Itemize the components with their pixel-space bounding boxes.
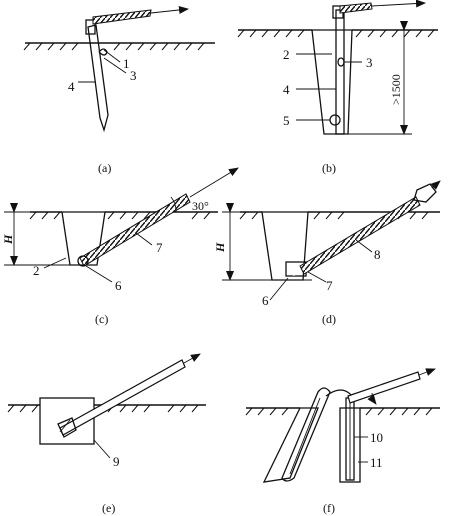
height-label-d: H [213,242,227,253]
caption-a: (a) [98,161,111,175]
angle-arc-c [170,196,177,213]
label-a-3: 3 [130,68,137,83]
ground-line-b [237,29,438,38]
label-b-4: 4 [283,82,290,97]
anchor-rope-b [339,0,426,14]
caption-c: (c) [95,312,108,326]
leaders-c [43,232,153,283]
panel-e: 9 (e) [7,353,206,515]
label-d-8: 7 [326,278,333,293]
anchor-rope-c [77,167,239,267]
label-e-9: 9 [113,454,120,469]
panel-f: 10 11 (f) [245,368,440,515]
concrete-block-e [39,397,95,445]
anchor-rope-d [299,180,441,275]
panel-a: 1 3 4 (a) [23,5,215,175]
label-b-5: 5 [283,113,290,128]
leader-e [93,439,111,459]
label-b-2: 2 [283,47,290,62]
caption-d: (d) [322,312,336,326]
label-d-7: 8 [374,247,381,262]
label-c-6: 6 [115,278,122,293]
ground-line-d [239,211,440,220]
leaders-b [296,53,362,121]
anchor-rope-e [57,353,201,438]
label-f-11: 11 [370,455,383,470]
angle-label-c: 30° [192,199,209,213]
height-dimension-c [4,203,70,266]
panel-b: >1500 2 3 4 5 (b) [237,0,438,175]
leaders-d [269,239,373,301]
depth-dimension-b [348,21,412,135]
leaders-a [78,49,127,83]
ground-line-f [245,407,440,416]
caption-b: (b) [322,161,336,175]
anchor-rope-f [325,368,436,405]
label-c-2: 2 [33,263,40,278]
trench-c [61,211,106,266]
trench-b [311,29,353,135]
inclined-pile-f [262,387,331,483]
panel-c: 30° H 2 6 7 (c) [1,167,239,326]
vertical-anchor-f [339,397,361,483]
label-f-10: 10 [370,430,383,445]
panel-d: H 6 7 8 (d) [213,180,441,326]
caption-f: (f) [323,501,335,515]
label-b-3: 3 [366,55,373,70]
label-a-1: 1 [123,56,130,71]
anchor-rope-a [92,5,189,25]
height-label-c: H [1,234,15,245]
label-a-4: 4 [68,79,75,94]
height-dimension-d [222,203,280,281]
steel-pile-a [85,19,109,133]
caption-e: (e) [102,501,115,515]
leaders-f [354,436,368,463]
ground-line-a [23,42,215,51]
wedges-b [329,57,345,126]
label-d-6: 6 [262,293,269,308]
ground-line-c [29,211,218,220]
label-c-7: 7 [156,240,163,255]
depth-label-b: >1500 [389,74,403,105]
